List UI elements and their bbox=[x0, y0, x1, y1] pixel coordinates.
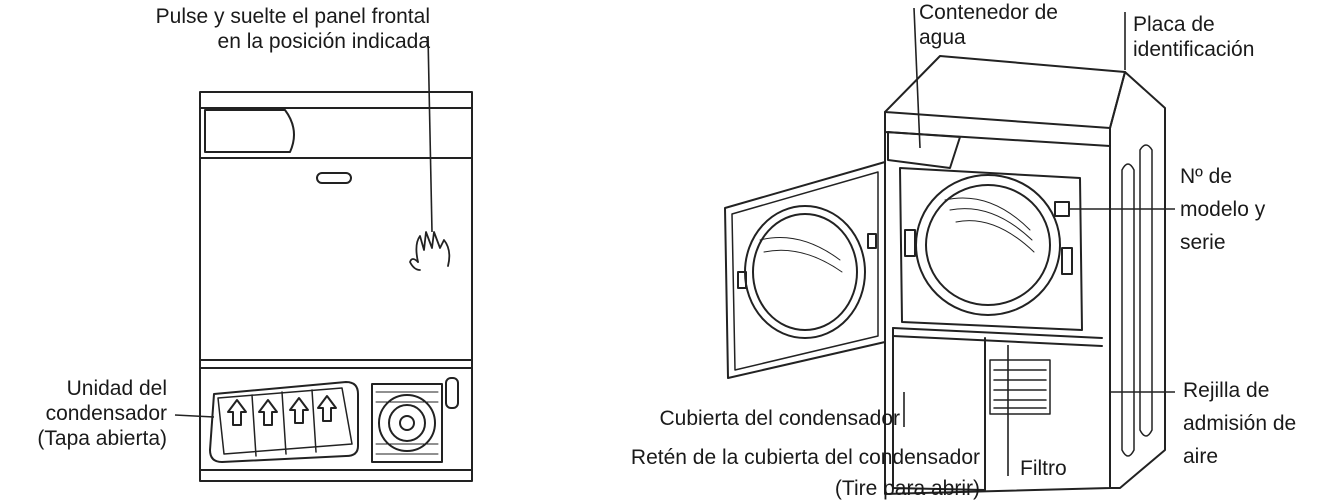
air-grille-label-line3: aire bbox=[1183, 445, 1219, 468]
condenser-unit-label-line3: (Tapa abierta) bbox=[37, 427, 167, 450]
cover-retainer-label-line1: Retén de la cubierta del condensador bbox=[630, 446, 980, 469]
cover-retainer-label-line2: (Tire para abrir) bbox=[834, 477, 980, 500]
leader-lines bbox=[174, 7, 1175, 488]
condenser-unit-label-line1: Unidad del bbox=[66, 377, 167, 400]
id-plate-label-line2: identificación bbox=[1133, 38, 1255, 61]
fan-grille-drawing bbox=[371, 377, 459, 463]
model-serial-label-line2: modelo y bbox=[1180, 198, 1266, 221]
filter-label: Filtro bbox=[1020, 457, 1067, 480]
water-container-label: Contenedor de agua bbox=[919, 0, 1058, 50]
model-serial-label-line3: serie bbox=[1180, 231, 1226, 254]
air-grille-label-line1: Rejilla de bbox=[1183, 379, 1270, 402]
id-plate-label-line1: Placa de bbox=[1133, 13, 1215, 36]
cover-retainer-label: Retén de la cubierta del condensador (Ti… bbox=[540, 442, 980, 504]
water-container-label-line2: agua bbox=[919, 26, 966, 49]
open-door-drawing bbox=[724, 161, 886, 379]
air-grille-drawing bbox=[989, 359, 1051, 415]
id-plate-label: Placa de identificación bbox=[1133, 12, 1254, 62]
condenser-cover-label: Cubierta del condensador bbox=[659, 407, 901, 430]
front-panel-label: Pulse y suelte el panel frontal en la po… bbox=[70, 4, 430, 54]
front-panel-label-line1: Pulse y suelte el panel frontal bbox=[155, 5, 430, 28]
condenser-unit-label-line2: condensador bbox=[45, 402, 167, 425]
dryer-perspective-view bbox=[724, 55, 1166, 495]
model-serial-label: Nº de modelo y serie bbox=[1180, 160, 1265, 259]
air-grille-label: Rejilla de admisión de aire bbox=[1183, 374, 1296, 473]
model-serial-label-line1: Nº de bbox=[1180, 165, 1233, 188]
water-container-label-line1: Contenedor de bbox=[919, 1, 1058, 24]
front-panel-label-line2: en la posición indicada bbox=[217, 30, 430, 53]
hand-icon bbox=[409, 231, 451, 271]
condenser-unit-drawing bbox=[209, 381, 359, 463]
condenser-unit-label: Unidad del condensador (Tapa abierta) bbox=[0, 376, 167, 451]
air-grille-label-line2: admisión de bbox=[1183, 412, 1297, 435]
dryer-front-view bbox=[199, 91, 473, 482]
model-plate-drawing bbox=[1054, 201, 1070, 217]
